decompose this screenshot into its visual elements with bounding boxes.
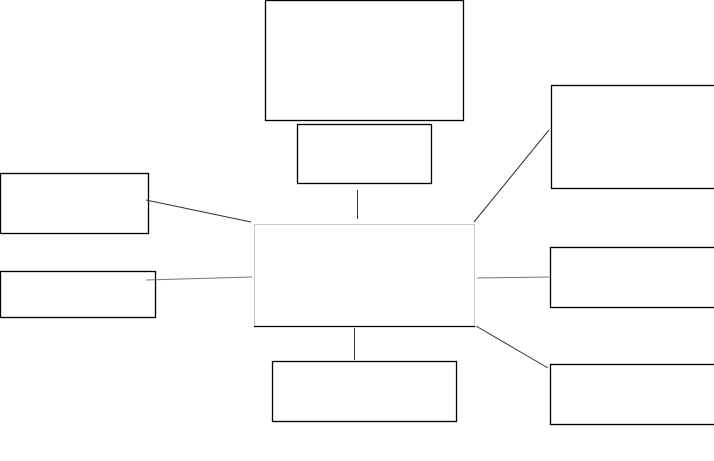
box-right-middle	[549, 246, 714, 309]
box-top-large	[264, 0, 465, 122]
connector-right-middle	[476, 276, 550, 279]
connector-right-upper	[473, 129, 550, 223]
box-right-lower	[549, 363, 714, 426]
box-left-lower	[0, 270, 157, 319]
box-center	[254, 224, 475, 328]
connector-left-lower	[145, 276, 253, 281]
box-bottom	[271, 360, 458, 423]
box-left-upper	[0, 172, 150, 235]
box-top-small	[296, 123, 433, 185]
connector-left-upper	[145, 199, 252, 223]
connector-right-lower	[475, 325, 549, 369]
box-right-upper	[550, 84, 714, 190]
